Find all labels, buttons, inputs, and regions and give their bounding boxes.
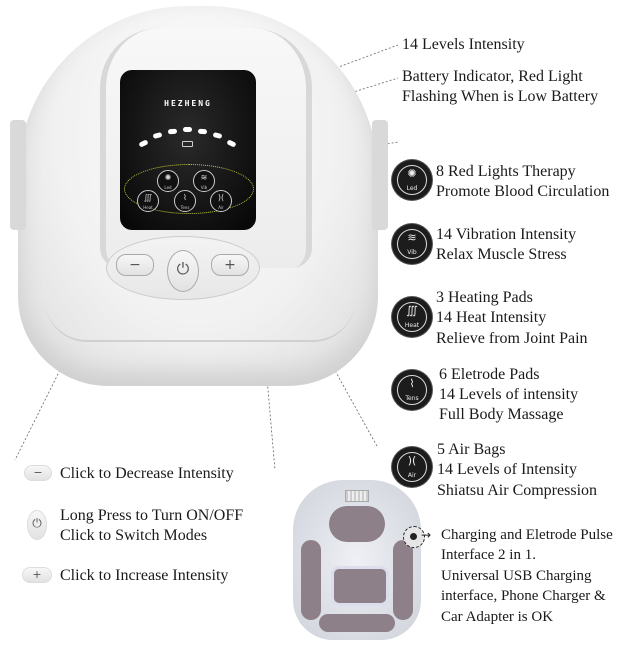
panel-tens-button[interactable]: ⌇ Tens [174,190,196,212]
legend-increase-text: Click to Increase Intensity [60,567,229,584]
legend-minus-icon: − [24,465,52,481]
vibration-feature-icon: ≋ Vib [392,224,432,264]
charging-arrow-icon: → [421,528,432,542]
interior-vent [345,490,369,502]
legend-plus-icon: + [22,567,52,583]
increase-button[interactable]: + [211,254,249,276]
brand-logo: HEZHENG [164,99,212,108]
panel-air-button[interactable]: )( Air [210,190,232,212]
panel-led-button[interactable]: ✺ Led [157,170,179,192]
usb-port-icon [410,533,417,540]
tens-pulse-icon: ⌇ [183,193,187,202]
legend-power-icon: ⏻ [27,510,47,540]
mode-buttons-highlight [124,164,254,214]
callout-intensity: 14 Levels Intensity [402,36,525,53]
callout-battery-line1: Battery Indicator, Red Light [402,68,583,85]
air-feature-icon: )( Air [392,447,432,487]
heat-feature-icon: ∭ Heat [392,297,432,337]
led-feature-icon: ✺ Led [392,160,432,200]
decrease-button[interactable]: − [116,254,154,276]
device-side-left [10,120,26,230]
battery-indicator-icon [182,141,193,147]
tens-feature-icon: ⌇ Tens [392,370,432,410]
device-lower-rim [45,300,355,342]
panel-vib-button[interactable]: ≋ Vib [193,170,215,192]
led-icon: ✺ [164,173,172,182]
vibration-icon: ≋ [200,173,208,182]
charging-port-highlight [403,526,425,548]
power-button[interactable]: ⏻ [167,250,199,292]
legend-power-text-line2: Click to Switch Modes [60,527,208,544]
minus-icon: − [129,257,141,273]
bottom-pad [319,614,395,632]
panel-heat-button[interactable]: ∭ Heat [137,190,159,212]
plus-icon: + [224,257,236,273]
legend-decrease-text: Click to Decrease Intensity [60,465,234,482]
upper-pad [329,506,385,542]
device-side-right [372,120,388,230]
power-icon: ⏻ [176,259,190,278]
device-interior-view [293,480,425,640]
center-pad [331,566,389,606]
control-display: HEZHENG ✺ Led ≋ Vib ∭ Heat ⌇ Tens )( Air [120,70,256,230]
callout-battery-line2: Flashing When is Low Battery [402,88,599,105]
left-pad [301,540,321,620]
right-pad [393,540,413,620]
heat-icon: ∭ [143,193,153,202]
legend-power-text-line1: Long Press to Turn ON/OFF [60,507,244,524]
air-icon: )( [217,193,225,202]
